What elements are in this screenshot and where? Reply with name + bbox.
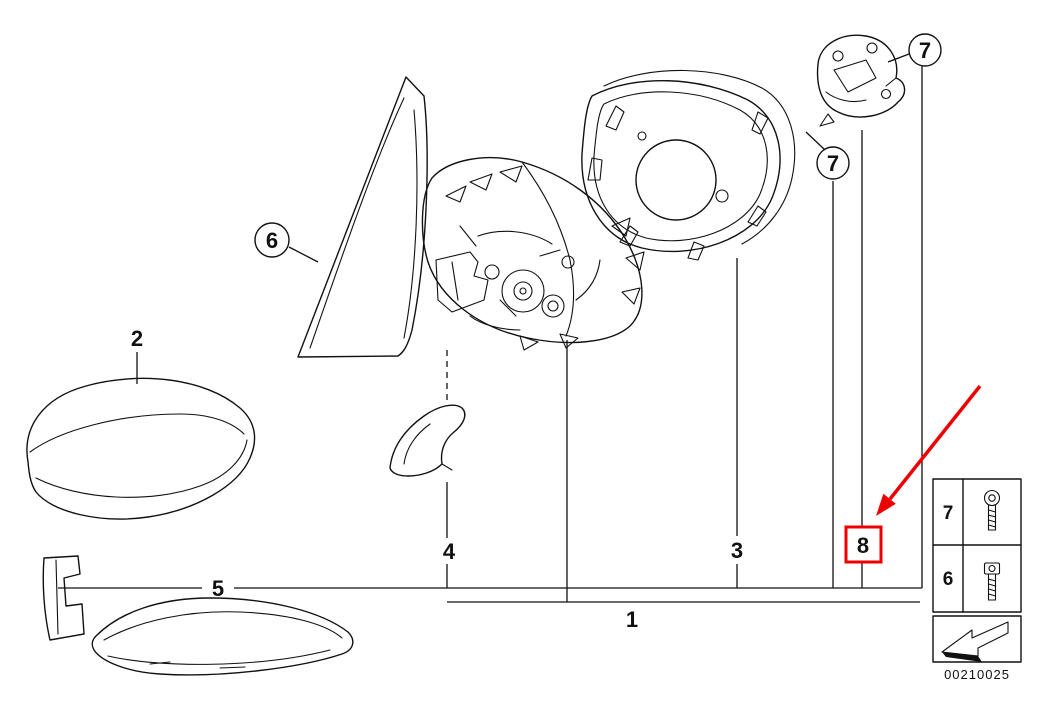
callout-1: 1: [626, 607, 638, 632]
callout-7-upper-circled: 7: [908, 33, 942, 67]
legend-bolt-label: 6: [943, 569, 954, 590]
legend-panel: 7 6 00210025: [932, 478, 1022, 682]
backing-plate-part: [581, 69, 796, 261]
adapter-bracket-part: [389, 404, 466, 477]
actuator-part: [816, 34, 906, 127]
highlight-box: [844, 525, 883, 564]
callout-3: 3: [731, 538, 743, 563]
callout-8-highlighted: 8: [844, 525, 883, 564]
callout-2: 2: [131, 326, 143, 351]
callout-7-lower-label: 7: [827, 151, 839, 176]
callout-7-upper-label: 7: [919, 38, 931, 63]
leader-lines: [58, 53, 923, 603]
callout-5: 5: [212, 576, 224, 601]
legend-screw-label: 7: [943, 503, 954, 524]
direction-arrow-icon: [932, 615, 1022, 663]
callout-6-circled: 6: [254, 222, 290, 258]
mirror-housing-assembly-part: [421, 156, 645, 351]
callouts: 2 6 7 7 4 3 5 1 8: [131, 33, 942, 632]
callout-6-label: 6: [266, 228, 278, 253]
lower-trim-part: [42, 555, 354, 676]
mirror-cap-part: [26, 377, 256, 520]
doc-number: 00210025: [944, 667, 1010, 682]
callout-7-lower-circled: 7: [816, 146, 850, 180]
screw-icon: [983, 489, 1001, 531]
base-gasket-part: [297, 76, 428, 358]
highlight-arrow-icon: [876, 384, 982, 516]
bolt-icon: [983, 562, 1001, 601]
callout-8-label: 8: [857, 533, 869, 558]
callout-4: 4: [443, 539, 456, 564]
